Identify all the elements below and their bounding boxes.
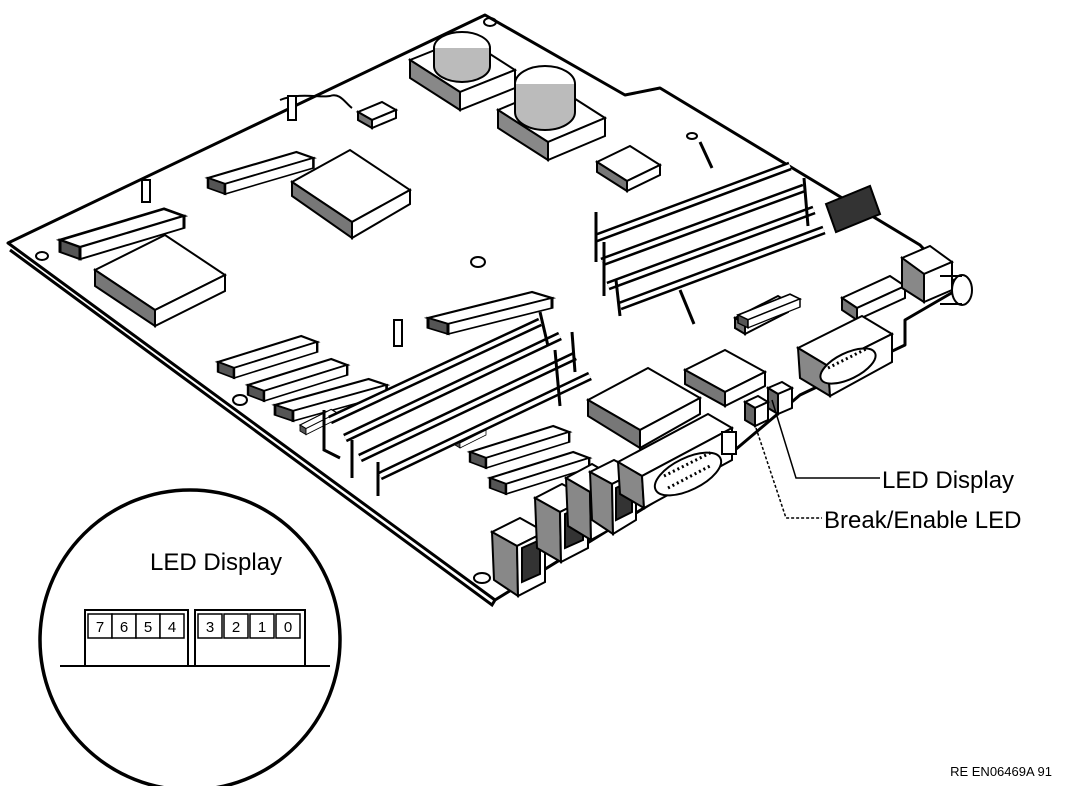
led-digit-0: 0 (284, 619, 292, 636)
led-cell-7 (87, 613, 113, 639)
led-digit-7: 7 (96, 619, 104, 636)
led-display-component (765, 380, 795, 416)
ps2-port-1 (489, 516, 548, 598)
callout-break-enable-led: Break/Enable LED (755, 427, 1021, 534)
parallel-port (615, 412, 735, 510)
led-digit-1: 1 (258, 619, 266, 636)
led-digit-6: 6 (120, 619, 128, 636)
cpu-heatsink-2 (495, 65, 608, 162)
led-cell-1 (249, 613, 275, 639)
led-digit-5: 5 (144, 619, 152, 636)
serial-port (795, 314, 895, 398)
coax-connector (899, 244, 973, 306)
label-break-enable-led: Break/Enable LED (824, 507, 1021, 534)
led-digit-2: 2 (232, 619, 240, 636)
motherboard (6, 13, 973, 608)
callout-led-display: LED Display (771, 399, 1014, 494)
inset-title: LED Display (150, 549, 282, 576)
led-cell-0 (275, 613, 301, 639)
cpu-heatsink-1 (407, 31, 518, 112)
memory-bank-front (322, 311, 592, 496)
led-cell-3 (197, 613, 223, 639)
led-digit-4: 4 (168, 619, 176, 636)
led-digit-3: 3 (206, 619, 214, 636)
mounting-holes (35, 17, 698, 584)
figure-id: RE EN06469A 91 (950, 764, 1052, 779)
label-led-display: LED Display (882, 467, 1014, 494)
back-panel-connectors (489, 184, 973, 598)
memory-bank-rear (594, 141, 826, 325)
led-cell-5 (135, 613, 161, 639)
break-enable-led-component (742, 394, 771, 428)
leader-line-led-display (771, 399, 880, 479)
expansion-slots (58, 95, 801, 496)
led-cell-2 (223, 613, 249, 639)
leader-line-break-enable-led (755, 427, 822, 519)
led-cell-4 (159, 613, 185, 639)
